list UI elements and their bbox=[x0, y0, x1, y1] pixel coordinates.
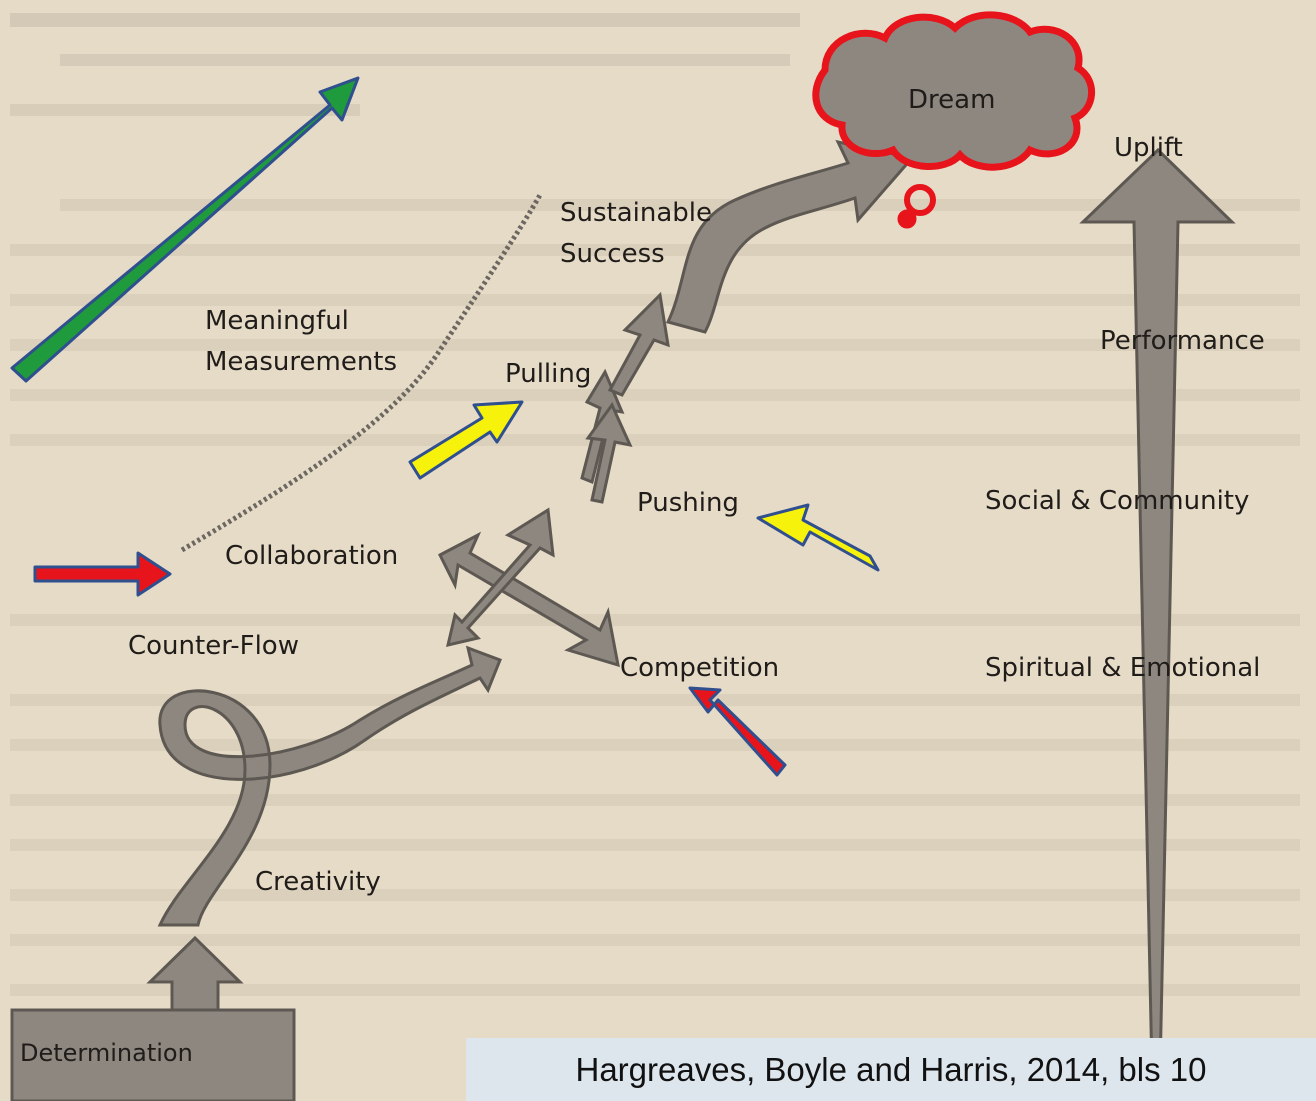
pushing-arrow-medium bbox=[585, 402, 633, 504]
dream-label: Dream bbox=[908, 85, 996, 115]
measurement-curve bbox=[180, 193, 543, 553]
collaboration-label: Collaboration bbox=[225, 541, 399, 571]
sustainable-label: Sustainable bbox=[560, 198, 713, 228]
source-caption: Hargreaves, Boyle and Harris, 2014, bls … bbox=[466, 1038, 1316, 1101]
competition-label: Competition bbox=[620, 653, 780, 683]
determination-box bbox=[10, 1008, 296, 1101]
pulling-arrow bbox=[607, 291, 670, 397]
determination-label: Determination bbox=[20, 1039, 193, 1067]
yellow-arrow-pushing bbox=[756, 503, 880, 572]
uplift-label: Uplift bbox=[1114, 133, 1183, 163]
uplift-spike bbox=[1079, 147, 1236, 1074]
cross-arrows bbox=[438, 507, 620, 668]
red-arrow-collaboration bbox=[33, 551, 172, 597]
pulling-label: Pulling bbox=[505, 359, 592, 389]
measurements-label: Measurements bbox=[205, 347, 398, 377]
spiritual-label: Spiritual & Emotional bbox=[985, 653, 1261, 683]
success-label: Success bbox=[560, 239, 665, 269]
creativity-swirl bbox=[157, 645, 502, 927]
red-arrow-competition bbox=[688, 686, 787, 777]
counter-flow-label: Counter-Flow bbox=[128, 631, 299, 661]
yellow-arrow-pulling bbox=[408, 400, 524, 480]
creativity-label: Creativity bbox=[255, 867, 381, 897]
dream-cloud bbox=[812, 11, 1096, 229]
social-label: Social & Community bbox=[985, 486, 1250, 516]
performance-label: Performance bbox=[1100, 326, 1265, 356]
pushing-label: Pushing bbox=[637, 488, 739, 518]
meaningful-label: Meaningful bbox=[205, 306, 349, 336]
determination-up-arrow bbox=[146, 935, 244, 1012]
green-arrow bbox=[10, 76, 360, 383]
